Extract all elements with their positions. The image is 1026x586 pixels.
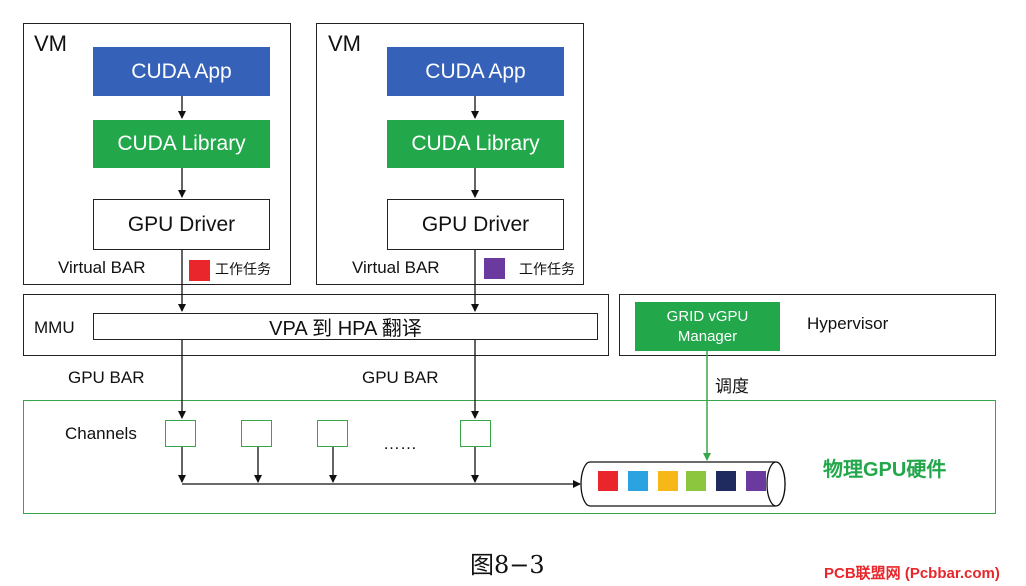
schedule-label: 调度 [715,377,749,396]
vm-left-task-swatch [189,260,210,281]
grid-vgpu-manager: GRID vGPU Manager [635,302,780,351]
vm-left-task-label: 工作任务 [215,261,271,277]
queue-cylinder-end [766,461,786,507]
vm-right-gpu-driver-label: GPU Driver [421,212,530,236]
gpu-hardware-label: 物理GPU硬件 [823,459,947,481]
vm-right-task-swatch [484,258,505,279]
vm-right-gpu-driver: GPU Driver [387,199,564,250]
vm-right-task-label: 工作任务 [519,261,575,277]
mmu-label: MMU [34,318,75,337]
channel-box-4 [460,420,491,447]
vm-right-cuda-app: CUDA App [387,47,564,96]
mmu-translation-box: VPA 到 HPA 翻译 [93,313,598,340]
vm-left-title: VM [34,31,67,56]
channel-box-1 [165,420,196,447]
channel-box-2 [241,420,272,447]
queue-item-6 [746,471,766,491]
queue-item-4 [686,471,706,491]
gpu-bar-right-label: GPU BAR [362,368,439,387]
vm-right-title: VM [328,31,361,56]
grid-vgpu-manager-label: GRID vGPU Manager [666,307,749,345]
channels-label: Channels [65,424,137,443]
vm-left-virtual-bar: Virtual BAR [58,258,146,277]
gpu-bar-left-label: GPU BAR [68,368,145,387]
hypervisor-label: Hypervisor [807,314,889,333]
channel-box-3 [317,420,348,447]
watermark: PCB联盟网 (Pcbbar.com) [824,565,1000,582]
vm-left-gpu-driver: GPU Driver [93,199,270,250]
queue-item-3 [658,471,678,491]
queue-item-2 [628,471,648,491]
figure-caption: 图8−3 [470,551,545,579]
vm-left-cuda-library: CUDA Library [93,120,270,168]
vm-right-cuda-library: CUDA Library [387,120,564,168]
vm-left-gpu-driver-label: GPU Driver [127,212,236,236]
mmu-translation-label: VPA 到 HPA 翻译 [269,318,422,340]
queue-item-5 [716,471,736,491]
vm-left-cuda-app: CUDA App [93,47,270,96]
gpu-hardware-frame [23,400,996,514]
vm-right-virtual-bar: Virtual BAR [352,258,440,277]
channel-ellipsis: …… [383,434,417,453]
queue-item-1 [598,471,618,491]
